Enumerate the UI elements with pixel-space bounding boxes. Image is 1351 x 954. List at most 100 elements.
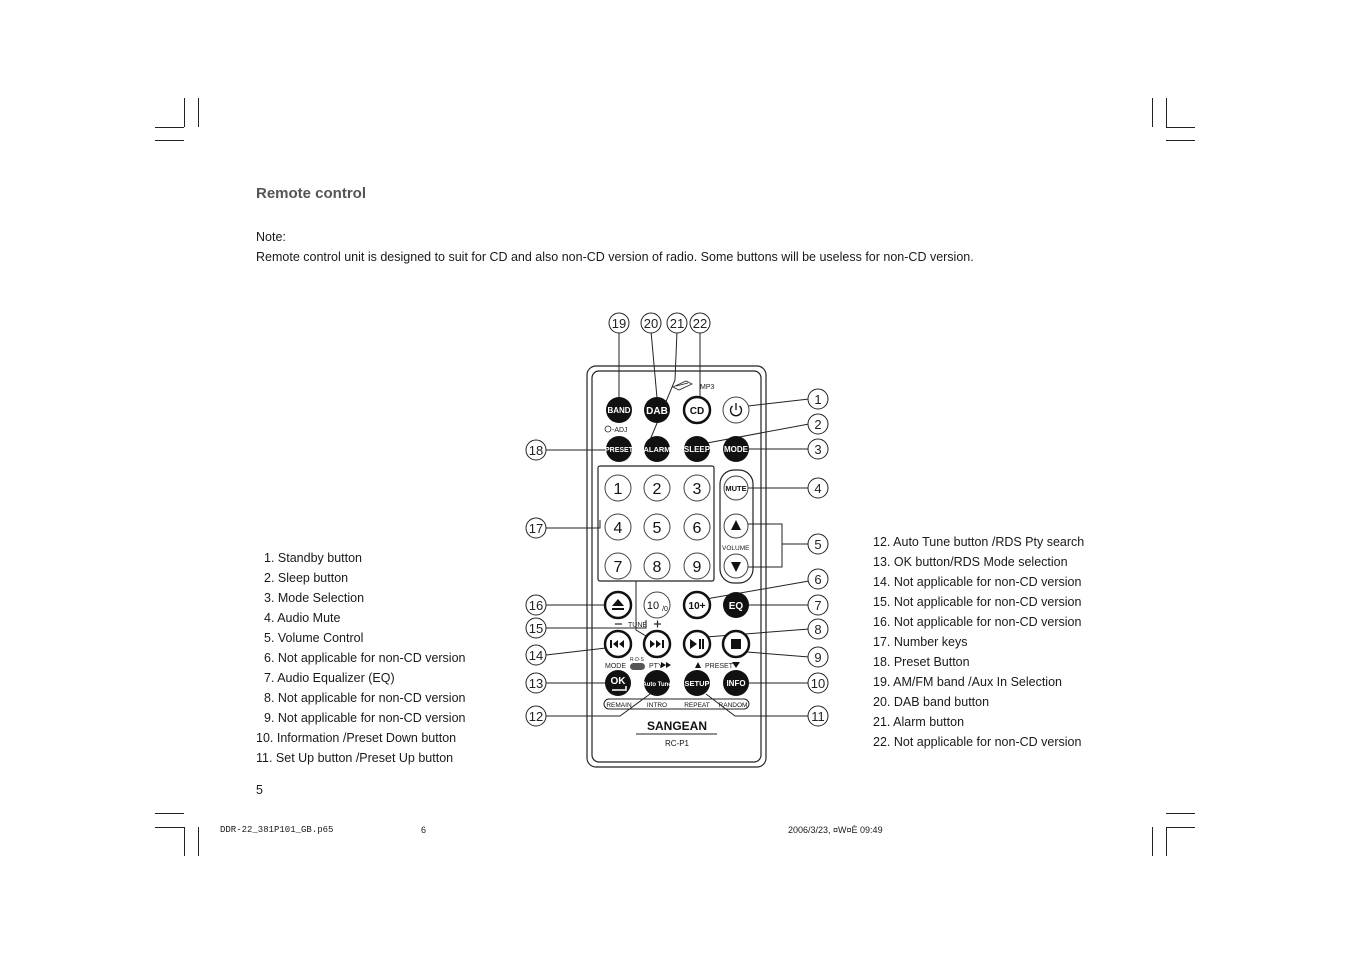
callout-1 xyxy=(807,388,829,410)
number-key-label: 9 xyxy=(693,559,702,576)
skip-back-button[interactable] xyxy=(603,629,633,659)
standby-button[interactable] xyxy=(722,396,750,424)
number-key-label: 5 xyxy=(653,520,662,537)
legend-item: 4. Audio Mute xyxy=(264,611,341,625)
remain-label: REMAIN xyxy=(606,702,632,709)
cd-button[interactable]: CD xyxy=(682,395,712,425)
callout-10 xyxy=(807,672,829,694)
number-key-1[interactable] xyxy=(604,474,632,502)
repeat-label: REPEAT xyxy=(684,702,710,709)
preset-button[interactable]: PRESET xyxy=(605,436,634,462)
callout-label: 17 xyxy=(529,521,543,536)
number-keys-panel xyxy=(597,465,715,582)
number-key-7[interactable] xyxy=(604,552,632,580)
callout-label: 5 xyxy=(814,537,821,552)
eject-button[interactable] xyxy=(603,590,633,620)
alarm-button[interactable]: ALARM xyxy=(643,436,671,462)
model-label: RC-P1 xyxy=(665,739,690,748)
stop-button[interactable] xyxy=(721,629,751,659)
play-pause-button[interactable] xyxy=(682,629,712,659)
play-pause-icon xyxy=(690,639,704,649)
callout-label: 10 xyxy=(811,676,825,691)
legend-item: 18. Preset Button xyxy=(873,655,970,669)
legend-item: 5. Volume Control xyxy=(264,631,364,645)
crop-mark xyxy=(1166,98,1167,127)
auto-tune-button[interactable]: Auto Tune xyxy=(642,670,672,696)
callout-label: 18 xyxy=(529,443,543,458)
svg-text:MUTE: MUTE xyxy=(725,484,746,493)
number-key-label: 2 xyxy=(653,481,662,498)
number-key-6[interactable] xyxy=(683,513,711,541)
mode-button[interactable]: MODE xyxy=(723,436,749,462)
stop-icon xyxy=(731,639,741,649)
callout-21 xyxy=(666,312,688,334)
ten-zero-button[interactable]: 10 /0 xyxy=(643,591,671,619)
callout-label: 2 xyxy=(814,417,821,432)
svg-text:OK: OK xyxy=(611,676,627,687)
ten-plus-button[interactable]: 10+ xyxy=(682,590,712,620)
footer-date: 2006/3/23, ¤W¤È 09:49 xyxy=(788,825,883,835)
callout-16 xyxy=(525,594,547,616)
setup-button[interactable]: SETUP xyxy=(684,670,710,696)
svg-text:INFO: INFO xyxy=(726,679,745,688)
adj-label: -ADJ xyxy=(612,427,628,434)
callout-4 xyxy=(807,477,829,499)
band-button[interactable]: BAND xyxy=(606,397,632,423)
crop-mark xyxy=(1166,827,1195,828)
note-text: Remote control unit is designed to suit … xyxy=(256,250,974,264)
number-key-5[interactable] xyxy=(643,513,671,541)
crop-mark xyxy=(1166,827,1167,856)
info-button[interactable]: INFO xyxy=(723,670,749,696)
callout-13 xyxy=(525,672,547,694)
callout-label: 22 xyxy=(693,316,707,331)
cd-disc-icon xyxy=(672,380,693,391)
callout-label: 21 xyxy=(670,316,684,331)
note-label: Note: xyxy=(256,230,286,244)
crop-mark xyxy=(198,827,199,856)
legend-left: 1. Standby button 2. Sleep button 3. Mod… xyxy=(256,548,466,768)
skip-forward-button[interactable] xyxy=(642,629,672,659)
number-key-label: 6 xyxy=(693,520,702,537)
eq-button[interactable]: EQ xyxy=(723,592,749,618)
legend-item: 19. AM/FM band /Aux In Selection xyxy=(873,675,1062,689)
callout-group xyxy=(525,312,829,727)
number-key-3[interactable] xyxy=(683,474,711,502)
number-key-label: 7 xyxy=(614,559,623,576)
callout-17 xyxy=(525,517,547,539)
callout-label: 14 xyxy=(529,648,543,663)
eject-icon xyxy=(612,599,624,606)
callout-9 xyxy=(807,646,829,668)
skip-back-icon xyxy=(610,640,624,648)
mp3-label: MP3 xyxy=(700,384,715,391)
number-key-label: 8 xyxy=(653,559,662,576)
crop-mark xyxy=(1166,140,1195,141)
legend-right: 12. Auto Tune button /RDS Pty search 13.… xyxy=(873,532,1084,752)
volume-down-button[interactable] xyxy=(723,553,749,579)
skip-forward-icon xyxy=(650,640,664,648)
sleep-button[interactable]: SLEEP xyxy=(684,436,711,462)
callout-11 xyxy=(807,705,829,727)
triangle-down-icon xyxy=(731,562,741,572)
volume-up-button[interactable] xyxy=(723,513,749,539)
ok-button[interactable]: OK xyxy=(605,670,631,696)
volume-panel xyxy=(719,469,754,584)
callout-label: 7 xyxy=(814,598,821,613)
callout-label: 11 xyxy=(811,709,825,724)
legend-item: 6. Not applicable for non-CD version xyxy=(264,651,466,665)
mute-button[interactable]: MUTE xyxy=(723,475,749,501)
callout-19 xyxy=(608,312,630,334)
legend-item: 15. Not applicable for non-CD version xyxy=(873,595,1082,609)
number-key-2[interactable] xyxy=(643,474,671,502)
number-key-9[interactable] xyxy=(683,552,711,580)
dab-button[interactable]: DAB xyxy=(644,397,670,423)
crop-mark xyxy=(155,813,184,814)
number-key-8[interactable] xyxy=(643,552,671,580)
callout-7 xyxy=(807,594,829,616)
svg-text:ALARM: ALARM xyxy=(643,445,670,454)
tune-label: TUNE xyxy=(628,622,647,629)
tune-minus-plus xyxy=(615,620,661,628)
legend-item: 21. Alarm button xyxy=(873,715,965,729)
callout-label: 3 xyxy=(814,442,821,457)
number-key-4[interactable] xyxy=(604,513,632,541)
